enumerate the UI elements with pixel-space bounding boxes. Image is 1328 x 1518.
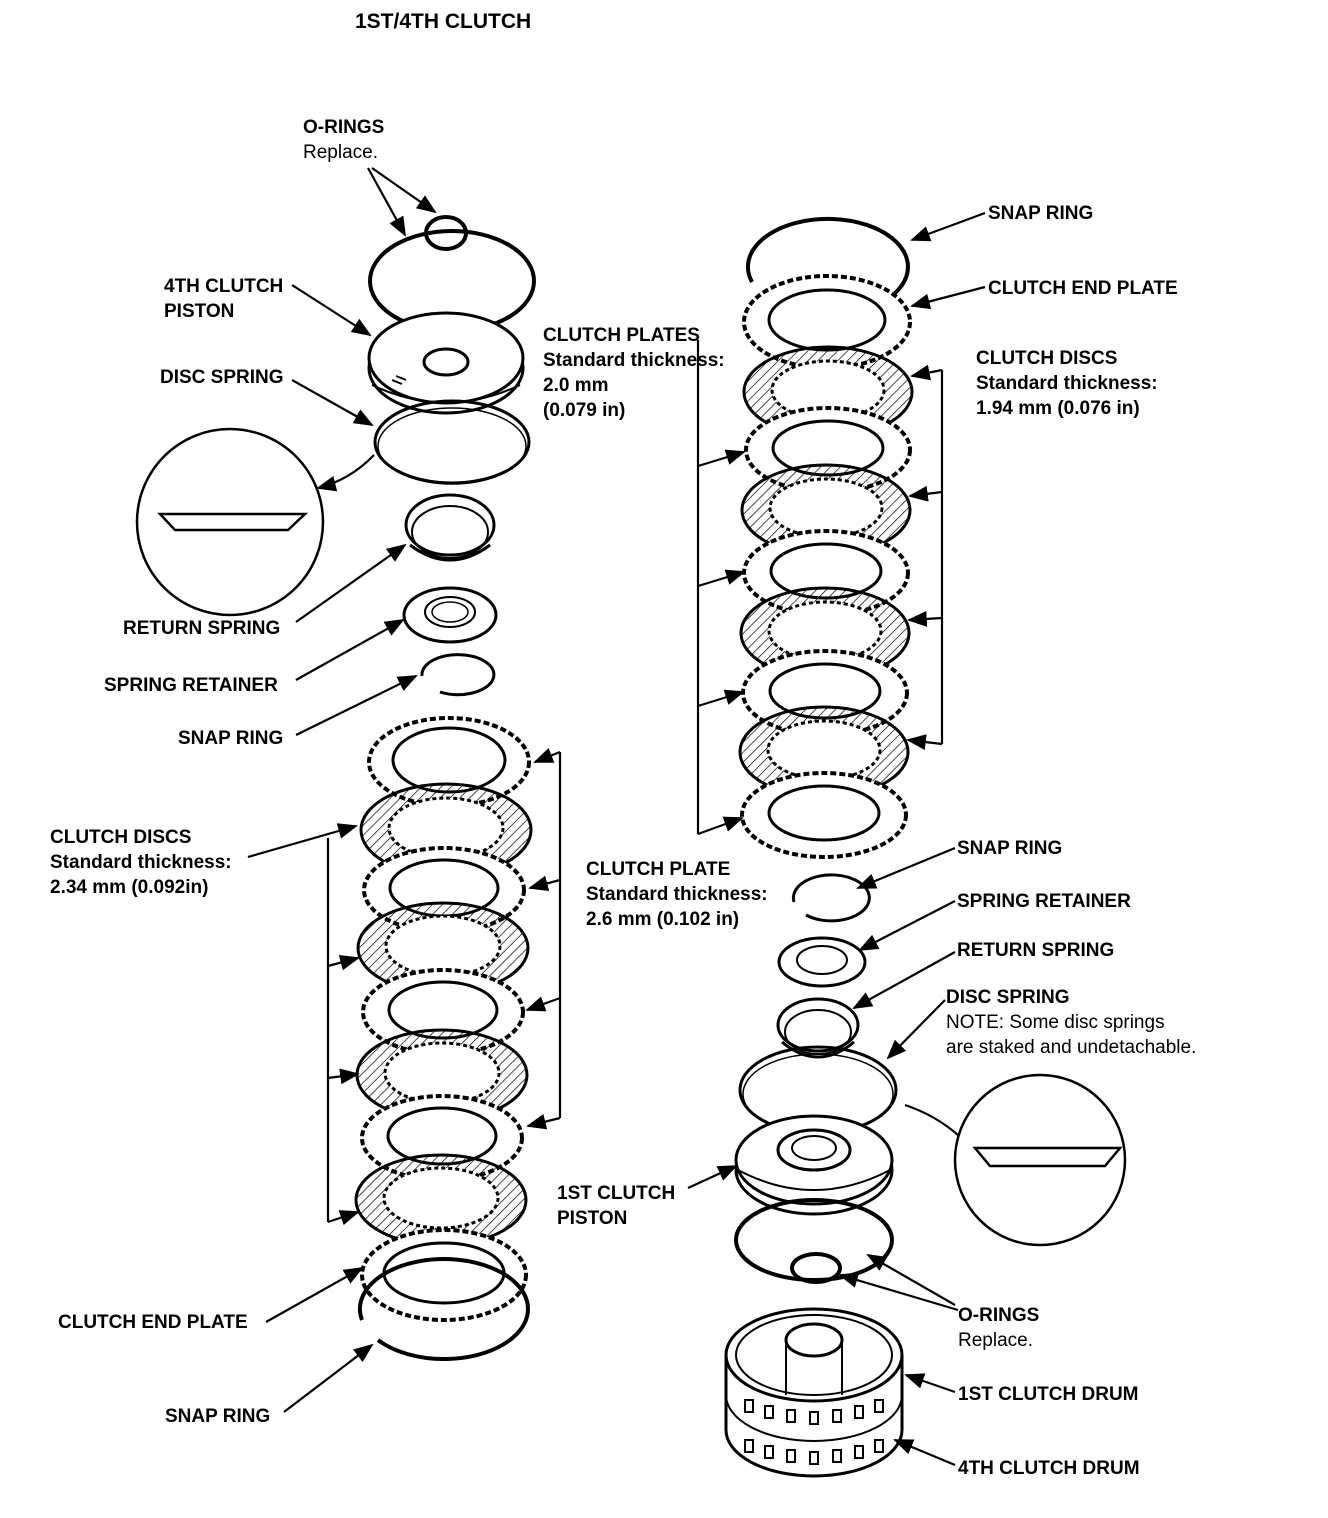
right-disc-spring-label: DISC SPRING NOTE: Some disc springs are … [946,985,1196,1060]
left-clutch-end-plate-label: CLUTCH END PLATE [58,1310,248,1335]
left-piston-label: 4TH CLUTCH PISTON [164,274,283,324]
label-spec2: 1.94 mm (0.076 in) [976,398,1140,419]
left-disc-spring-label: DISC SPRING [160,365,284,390]
left-disc-spring-detail [135,427,325,617]
label-note: Replace. [303,142,378,163]
label-name: SNAP RING [988,203,1094,224]
left-clutch-discs-label: CLUTCH DISCS Standard thickness: 2.34 mm… [50,825,232,900]
left-disc-spring [373,399,531,485]
label-name: SPRING RETAINER [104,675,278,696]
label-spec1: Standard thickness: [586,884,768,905]
right-o-rings [734,1198,894,1284]
left-disc-3 [355,1028,529,1122]
right-snap-ring-top-label: SNAP RING [988,201,1093,226]
clutch-drum-assembly [724,1307,904,1478]
label-name: O-RINGS [958,1305,1040,1326]
left-disc-4 [354,1153,528,1247]
label-name: RETURN SPRING [123,618,281,639]
label-spec2: 2.34 mm (0.092in) [50,877,209,898]
right-clutch-end-plate-label: CLUTCH END PLATE [988,276,1178,301]
label-name: CLUTCH DISCS [50,827,192,848]
left-return-spring-label: RETURN SPRING [123,616,280,641]
left-spring-retainer [402,586,498,644]
label-note: Replace. [958,1330,1033,1351]
leader-lines [247,167,986,1467]
label-name: SNAP RING [957,838,1063,859]
label-name: 1ST CLUTCH DRUM [958,1384,1139,1405]
label-spec3: (0.079 in) [543,400,626,421]
right-spring-retainer-label: SPRING RETAINER [957,889,1131,914]
right-disc-4 [738,705,910,799]
left-plate-3 [361,968,525,1056]
label-spec1: Standard thickness: [543,350,725,371]
left-clutch-end-plate [360,1228,528,1322]
right-snap-ring-small-label: SNAP RING [957,836,1062,861]
label-line2: PISTON [557,1208,628,1229]
label-name: CLUTCH DISCS [976,348,1118,369]
label-line1: 4TH CLUTCH [164,276,284,297]
left-o-rings-label: O-RINGS Replace. [303,115,384,165]
label-note1: NOTE: Some disc springs [946,1012,1165,1033]
label-spec1: Standard thickness: [50,852,232,873]
right-piston-label: 1ST CLUTCH PISTON [557,1181,675,1231]
left-4th-clutch-piston [367,311,525,415]
left-snap-ring-small-label: SNAP RING [178,726,283,751]
label-name: SNAP RING [165,1406,271,1427]
label-name: CLUTCH END PLATE [988,278,1178,299]
label-line2: PISTON [164,301,235,322]
right-plate-4 [740,771,908,859]
left-clutch-plates-label: CLUTCH PLATES Standard thickness: 2.0 mm… [543,323,725,423]
left-clutch-plate-label: CLUTCH PLATE Standard thickness: 2.6 mm … [586,857,768,932]
right-spring-retainer [777,936,867,988]
label-line1: 1ST CLUTCH [557,1183,676,1204]
right-4th-drum-label: 4TH CLUTCH DRUM [958,1456,1140,1481]
right-o-rings-label: O-RINGS Replace. [958,1303,1039,1353]
left-snap-ring-large-label: SNAP RING [165,1404,270,1429]
label-name: RETURN SPRING [957,940,1115,961]
label-name: SPRING RETAINER [957,891,1131,912]
diagram-title: 1ST/4TH CLUTCH [355,10,532,33]
left-small-snap-ring [420,653,496,697]
right-disc-spring-detail [953,1073,1127,1247]
label-name: O-RINGS [303,117,385,138]
label-name: CLUTCH PLATES [543,325,700,346]
label-name: CLUTCH PLATE [586,859,731,880]
right-1st-drum-label: 1ST CLUTCH DRUM [958,1382,1139,1407]
label-spec2: 2.0 mm [543,375,609,396]
label-name: SNAP RING [178,728,284,749]
right-disc-2 [740,463,912,557]
label-name: 4TH CLUTCH DRUM [958,1458,1140,1479]
left-spring-retainer-label: SPRING RETAINER [104,673,278,698]
right-return-spring-label: RETURN SPRING [957,938,1114,963]
right-1st-clutch-piston [734,1114,894,1216]
label-spec1: Standard thickness: [976,373,1158,394]
right-small-snap-ring [791,873,871,923]
label-name: CLUTCH END PLATE [58,1312,248,1333]
left-large-snap-ring [358,1257,530,1362]
label-spec2: 2.6 mm (0.102 in) [586,909,740,930]
label-note2: are staked and undetachable. [946,1037,1197,1058]
right-clutch-discs-label: CLUTCH DISCS Standard thickness: 1.94 mm… [976,346,1158,421]
label-name: DISC SPRING [160,367,284,388]
label-name: DISC SPRING [946,987,1070,1008]
left-return-spring [404,493,496,562]
